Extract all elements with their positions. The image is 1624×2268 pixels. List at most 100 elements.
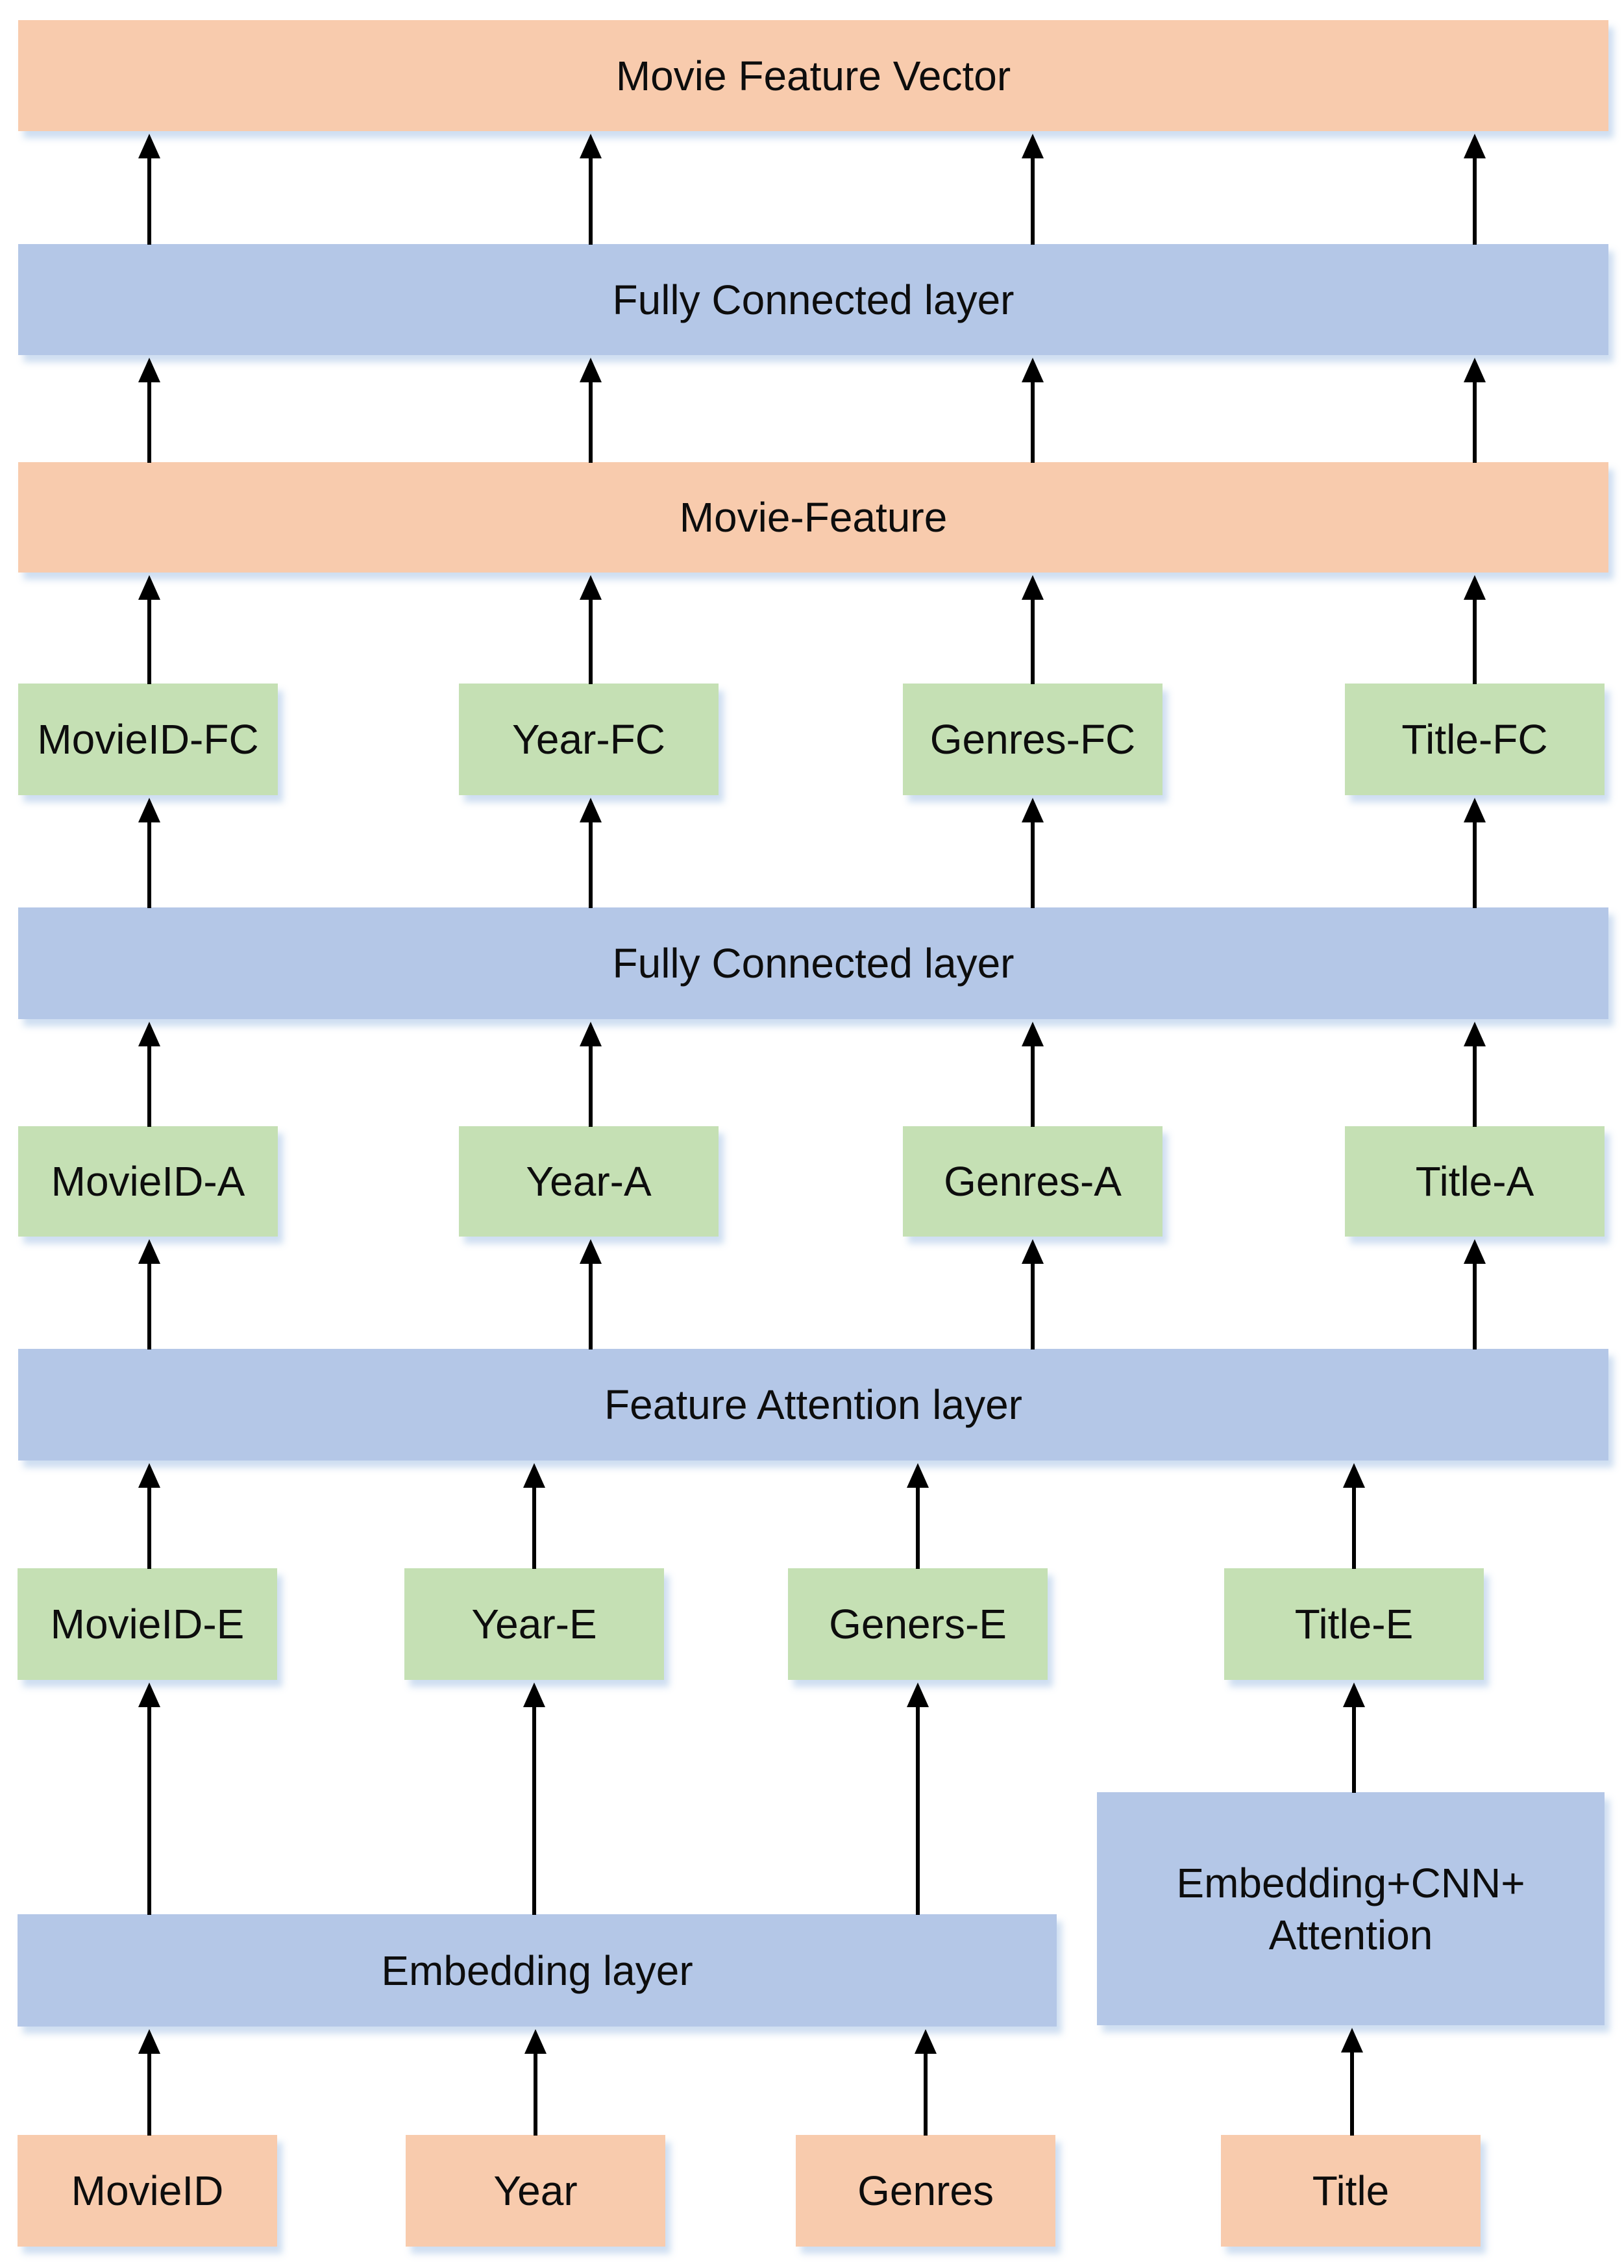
- arrowhead-icon: [138, 1683, 160, 1707]
- arrowhead-icon: [1022, 575, 1044, 600]
- arrow-shaft: [147, 1705, 151, 1915]
- up-arrow: [523, 1683, 545, 1915]
- arrow-shaft: [916, 1486, 920, 1569]
- arrowhead-icon: [1464, 358, 1486, 382]
- arrowhead-icon: [523, 1683, 545, 1707]
- arrowhead-icon: [1464, 1022, 1486, 1046]
- up-arrow: [138, 1239, 160, 1350]
- arrowhead-icon: [138, 134, 160, 158]
- movie-feature-vector-bar: Movie Feature Vector: [18, 20, 1608, 131]
- arrow-shaft: [1031, 1262, 1035, 1350]
- fully-connected-layer-mid-label: Fully Connected layer: [612, 940, 1015, 987]
- arrowhead-icon: [1464, 134, 1486, 158]
- movie-feature-vector-label: Movie Feature Vector: [615, 52, 1011, 99]
- arrow-shaft: [589, 1044, 593, 1127]
- arrow-shaft: [147, 1486, 151, 1569]
- arrow-shaft: [916, 1705, 920, 1915]
- arrowhead-icon: [1022, 358, 1044, 382]
- up-arrow: [138, 575, 160, 684]
- arrowhead-icon: [907, 1463, 929, 1488]
- arrowhead-icon: [138, 798, 160, 822]
- arrow-shaft: [1473, 820, 1477, 908]
- up-arrow: [907, 1463, 929, 1569]
- input-movieid-label: MovieID: [71, 2167, 224, 2214]
- title-e-box: Title-E: [1224, 1568, 1484, 1680]
- arrow-shaft: [589, 156, 593, 245]
- year-e-label: Year-E: [471, 1601, 597, 1647]
- arrowhead-icon: [580, 798, 602, 822]
- up-arrow: [1022, 798, 1044, 908]
- arrowhead-icon: [580, 134, 602, 158]
- up-arrow: [523, 1463, 545, 1569]
- embedding-layer-bar: Embedding layer: [18, 1914, 1057, 2027]
- arrowhead-icon: [907, 1683, 929, 1707]
- input-genres-label: Genres: [857, 2167, 994, 2214]
- input-movieid-box: MovieID: [18, 2135, 277, 2247]
- up-arrow: [1464, 1022, 1486, 1127]
- title-fc-label: Title-FC: [1401, 716, 1548, 763]
- up-arrow: [580, 134, 602, 245]
- arrow-shaft: [147, 598, 151, 684]
- arrow-shaft: [589, 380, 593, 463]
- up-arrow: [1343, 1463, 1365, 1569]
- up-arrow: [580, 1239, 602, 1350]
- arrow-shaft: [1031, 156, 1035, 245]
- movieid-e-label: MovieID-E: [50, 1601, 245, 1647]
- up-arrow: [580, 575, 602, 684]
- arrowhead-icon: [1464, 798, 1486, 822]
- movie-feature-label: Movie-Feature: [679, 494, 948, 541]
- up-arrow: [138, 1463, 160, 1569]
- arrow-shaft: [532, 1705, 536, 1915]
- arrow-shaft: [1031, 380, 1035, 463]
- up-arrow: [580, 798, 602, 908]
- arrowhead-icon: [138, 1022, 160, 1046]
- up-arrow: [138, 798, 160, 908]
- arrowhead-icon: [580, 358, 602, 382]
- movieid-fc-box: MovieID-FC: [18, 684, 278, 795]
- arrowhead-icon: [1022, 1022, 1044, 1046]
- arrow-shaft: [1352, 1486, 1356, 1569]
- up-arrow: [1022, 575, 1044, 684]
- input-title-label: Title: [1312, 2167, 1390, 2214]
- up-arrow: [1464, 358, 1486, 463]
- arrow-shaft: [924, 2052, 928, 2136]
- fully-connected-layer-top-bar: Fully Connected layer: [18, 244, 1608, 355]
- up-arrow: [915, 2029, 937, 2136]
- fully-connected-layer-mid-bar: Fully Connected layer: [18, 907, 1608, 1019]
- up-arrow: [1022, 134, 1044, 245]
- up-arrow: [138, 358, 160, 463]
- genres-fc-label: Genres-FC: [929, 716, 1136, 763]
- arrowhead-icon: [138, 2029, 160, 2054]
- up-arrow: [1464, 798, 1486, 908]
- arrow-shaft: [147, 1044, 151, 1127]
- arrowhead-icon: [1341, 2028, 1363, 2052]
- arrowhead-icon: [1022, 1239, 1044, 1264]
- title-fc-box: Title-FC: [1345, 684, 1605, 795]
- arrowhead-icon: [1343, 1683, 1365, 1707]
- embedding-cnn-attention-line1: Embedding+CNN+: [1176, 1859, 1525, 1906]
- embedding-cnn-attention-box: Embedding+CNN+ Attention: [1097, 1792, 1605, 2025]
- arrow-shaft: [1031, 820, 1035, 908]
- movieid-e-box: MovieID-E: [18, 1568, 277, 1680]
- arrow-shaft: [1473, 598, 1477, 684]
- year-fc-label: Year-FC: [512, 716, 665, 763]
- arrow-shaft: [147, 2052, 151, 2136]
- arrowhead-icon: [580, 1022, 602, 1046]
- fully-connected-layer-top-label: Fully Connected layer: [612, 276, 1015, 323]
- input-genres-box: Genres: [796, 2135, 1055, 2247]
- up-arrow: [580, 1022, 602, 1127]
- arrow-shaft: [1473, 1044, 1477, 1127]
- title-a-label: Title-A: [1415, 1158, 1534, 1205]
- up-arrow: [138, 2029, 160, 2136]
- arrow-shaft: [147, 156, 151, 245]
- arrowhead-icon: [1022, 134, 1044, 158]
- arrow-shaft: [1473, 156, 1477, 245]
- genres-a-box: Genres-A: [903, 1126, 1163, 1237]
- up-arrow: [138, 1022, 160, 1127]
- up-arrow: [907, 1683, 929, 1915]
- year-a-label: Year-A: [526, 1158, 652, 1205]
- up-arrow: [138, 1683, 160, 1915]
- arrowhead-icon: [1464, 575, 1486, 600]
- arrowhead-icon: [138, 1463, 160, 1488]
- up-arrow: [1022, 1239, 1044, 1350]
